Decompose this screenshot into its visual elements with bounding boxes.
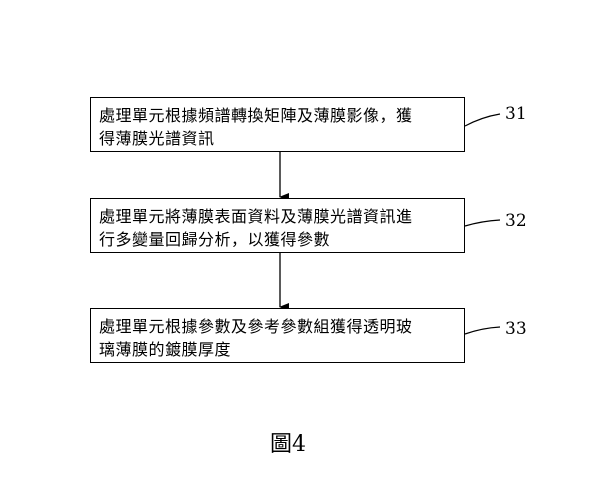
step-1-text-line-1: 處理單元根據頻譜轉換矩陣及薄膜影像，獲 xyxy=(99,106,413,125)
step-box-1: 處理單元根據頻譜轉換矩陣及薄膜影像，獲 得薄膜光譜資訊 xyxy=(90,97,465,152)
reference-numeral-33: 33 xyxy=(505,319,527,339)
ref-leader-33 xyxy=(464,326,501,335)
step-box-2: 處理單元將薄膜表面資料及薄膜光譜資訊進 行多變量回歸分析，以獲得參數 xyxy=(90,198,465,253)
figure-caption: 圖4 xyxy=(270,432,306,457)
step-1-text-line-2: 得薄膜光譜資訊 xyxy=(99,129,215,148)
step-2-text-line-2: 行多變量回歸分析，以獲得參數 xyxy=(99,230,331,249)
step-3-text-line-1: 處理單元根據參數及參考參數組獲得透明玻 xyxy=(99,317,413,336)
reference-numeral-32: 32 xyxy=(505,211,527,231)
step-3-text-line-2: 璃薄膜的鍍膜厚度 xyxy=(99,340,232,359)
step-box-3: 處理單元根據參數及參考參數組獲得透明玻 璃薄膜的鍍膜厚度 xyxy=(90,308,465,363)
reference-numeral-31: 31 xyxy=(505,104,527,124)
step-2-text-line-1: 處理單元將薄膜表面資料及薄膜光譜資訊進 xyxy=(99,207,413,226)
ref-leader-31 xyxy=(464,113,501,127)
ref-leader-32 xyxy=(464,219,501,227)
